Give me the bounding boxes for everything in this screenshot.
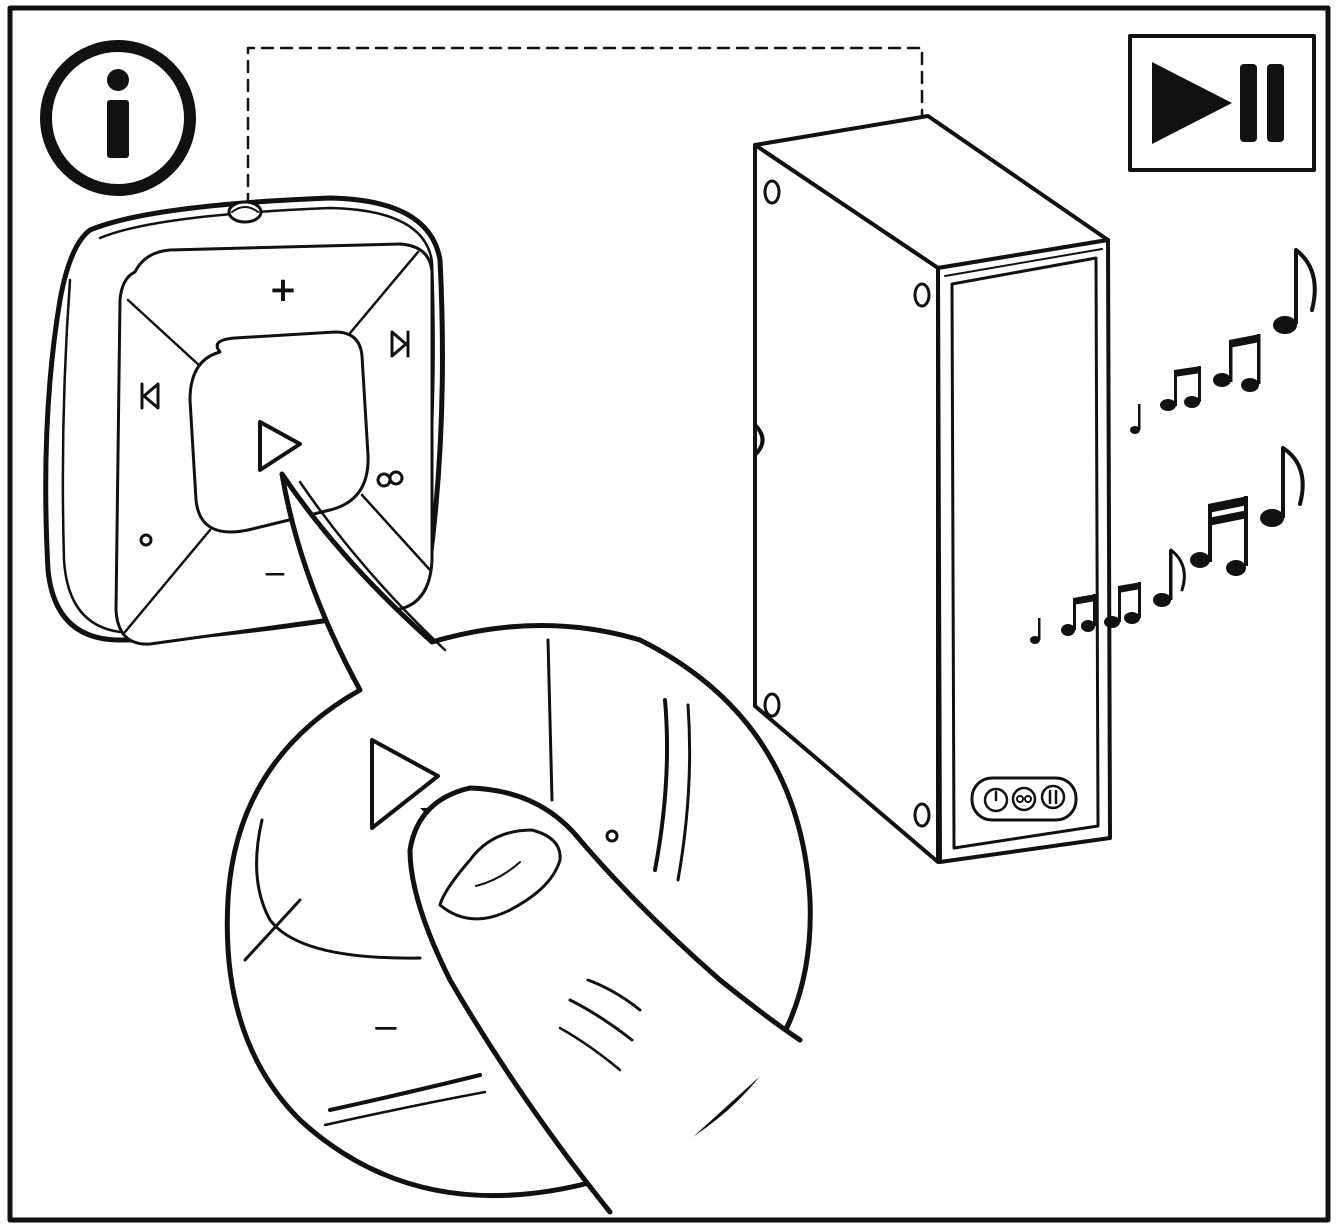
speaker-play-pause-icon [1040, 784, 1066, 810]
magnifier-callout: − [224, 471, 813, 1215]
magnified-volume-down-button[interactable]: − [372, 1008, 401, 1048]
link-icon[interactable] [376, 470, 404, 488]
play-pause-icon [1128, 34, 1316, 172]
info-circle-icon [40, 40, 196, 196]
figure-frame [7, 5, 1331, 1223]
volume-down-button[interactable]: − [262, 557, 287, 592]
volume-up-button[interactable]: + [269, 270, 298, 310]
play-icon [258, 420, 302, 472]
remote-control: + − [43, 195, 445, 646]
speaker-button-panel [970, 776, 1078, 822]
previous-track-icon[interactable] [140, 382, 160, 410]
magnified-play-icon [370, 738, 440, 830]
music-notes-icon [1030, 248, 1317, 644]
next-track-icon[interactable] [390, 330, 410, 358]
speaker [753, 114, 1112, 864]
finger [407, 785, 803, 1215]
power-icon [983, 787, 1009, 813]
connection-dashed-line [246, 46, 924, 207]
dot-icon[interactable] [139, 533, 153, 547]
link-icon [1011, 786, 1037, 812]
